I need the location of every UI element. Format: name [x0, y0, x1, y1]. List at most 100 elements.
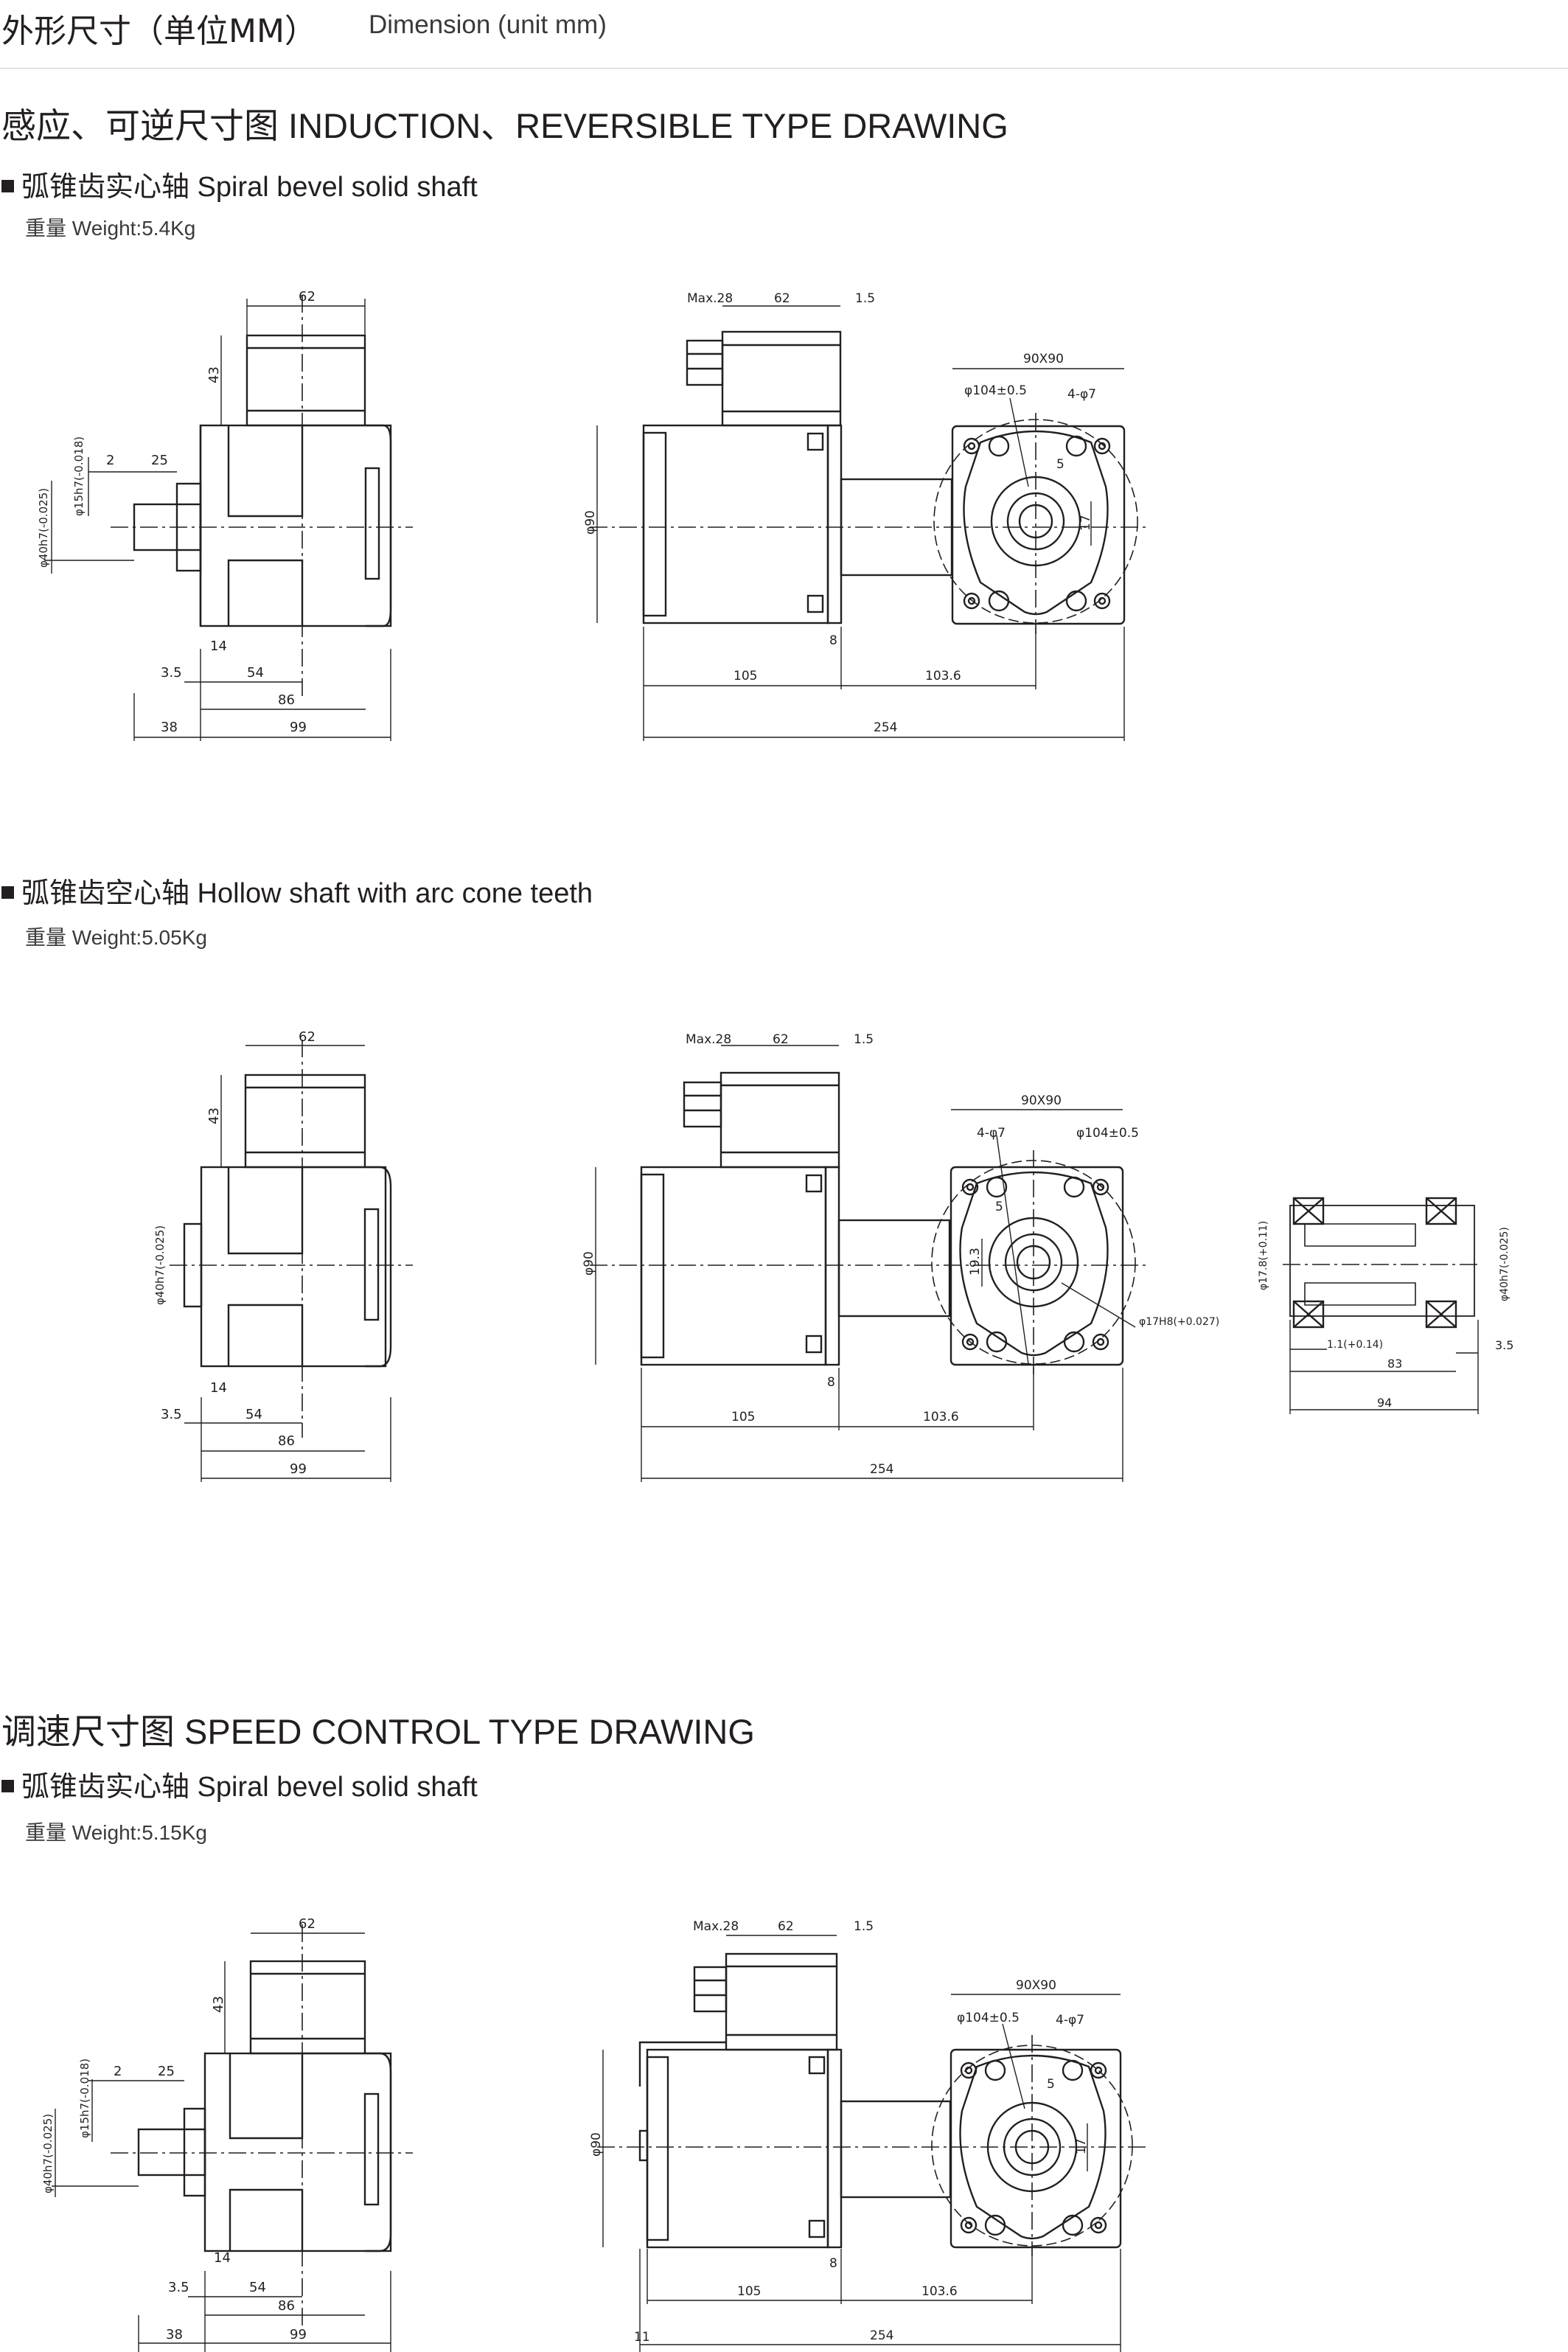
dim-label: 86	[278, 2298, 295, 2314]
drawing2-shaft-section	[1283, 1197, 1482, 1414]
dim-label: 25	[158, 2064, 175, 2079]
dim-label: 105	[731, 1410, 755, 1424]
dim-label: φ90	[583, 510, 598, 535]
dim-label: 38	[166, 2327, 183, 2342]
dim-label: 5	[1047, 2077, 1055, 2092]
dim-label: 62	[299, 1916, 316, 1932]
dim-label: 86	[278, 692, 295, 708]
drawing3-side-view	[52, 1924, 413, 2352]
drawing1-subtitle-text: 弧锥齿实心轴 Spiral bevel solid shaft	[21, 172, 478, 203]
drawing2-subtitle-text: 弧锥齿空心轴 Hollow shaft with arc cone teeth	[21, 878, 593, 909]
drawing2-side-view	[170, 1040, 413, 1482]
drawing3-side-labels: 62 43 2 25 φ15h7(-0.018) φ40h7(-0.025) 1…	[41, 1916, 316, 2342]
dim-label: φ90	[582, 1251, 596, 1276]
drawing2-weight: 重量 Weight:5.05Kg	[25, 926, 207, 949]
dim-label: 103.6	[925, 669, 961, 683]
dim-label: φ104±0.5	[964, 383, 1027, 398]
dim-label: Max.28	[687, 291, 733, 306]
dim-label: φ17H8(+0.027)	[1139, 1316, 1219, 1328]
bullet-icon	[1, 180, 14, 193]
drawing2-subtitle: 弧锥齿空心轴 Hollow shaft with arc cone teeth	[1, 870, 593, 911]
dim-label: 2	[106, 453, 114, 468]
dim-label: 99	[290, 720, 307, 735]
drawing3-subtitle: 弧锥齿实心轴 Spiral bevel solid shaft	[1, 1764, 478, 1804]
dim-label: φ40h7(-0.025)	[41, 2114, 55, 2193]
dim-label: 105	[734, 669, 757, 683]
drawing3-weight: 重量 Weight:5.15Kg	[25, 1821, 207, 1844]
dim-label: 25	[151, 453, 168, 468]
dim-label: 105	[737, 2284, 761, 2299]
header-title: 外形尺寸（单位MM）	[1, 13, 317, 50]
dim-label: 2	[114, 2064, 122, 2079]
dim-label: 54	[249, 2280, 266, 2295]
bullet-icon	[1, 1780, 14, 1793]
dim-label: 3.5	[161, 665, 182, 681]
dim-label: 5	[995, 1200, 1003, 1214]
header-subtitle: Dimension (unit mm)	[369, 10, 607, 39]
drawing2-section-labels: φ17.8(+0.11) φ40h7(-0.025) 1.1(+0.14) 83…	[1258, 1221, 1513, 1410]
dim-label: 8	[829, 2256, 837, 2271]
dim-label: 38	[161, 720, 178, 735]
dim-label: 43	[211, 1996, 226, 2013]
dim-label: 90X90	[1023, 352, 1064, 366]
dim-label: φ40h7(-0.025)	[37, 488, 50, 568]
dim-label: 3.5	[1495, 1338, 1513, 1352]
dim-label: 4-φ7	[1056, 2013, 1084, 2028]
dim-label: 14	[210, 1380, 227, 1396]
dim-label: 62	[299, 289, 316, 305]
section-title-induction: 感应、可逆尺寸图 INDUCTION、REVERSIBLE TYPE DRAWI…	[1, 106, 1008, 145]
dim-label: 3.5	[161, 1407, 182, 1422]
dim-label: 17	[1074, 2138, 1089, 2154]
dim-label: 83	[1387, 1357, 1402, 1371]
drawing1-subtitle: 弧锥齿实心轴 Spiral bevel solid shaft	[1, 164, 478, 204]
dim-label: 3.5	[168, 2280, 189, 2295]
dim-label: 99	[290, 2327, 307, 2342]
dim-label: 103.6	[921, 2284, 958, 2299]
drawing2-side-labels: 62 43 φ40h7(-0.025) 14 3.5 54 86 99	[153, 1029, 316, 1477]
dim-label: 62	[774, 291, 790, 306]
dim-label: φ17.8(+0.11)	[1258, 1221, 1269, 1290]
dim-label: φ104±0.5	[1076, 1126, 1139, 1141]
bullet-icon	[1, 886, 14, 900]
dim-label: 8	[829, 633, 837, 648]
dim-label: 86	[278, 1433, 295, 1449]
dim-label: 1.5	[854, 1032, 874, 1047]
drawing3-subtitle-text: 弧锥齿实心轴 Spiral bevel solid shaft	[21, 1772, 478, 1803]
dim-label: 254	[870, 2328, 893, 2343]
drawing1-front-labels: Max.28 62 1.5 90X90 φ104±0.5 4-φ7 5 17 φ…	[583, 291, 1096, 735]
dim-label: 1.1(+0.14)	[1327, 1339, 1383, 1351]
dim-label: φ40h7(-0.025)	[153, 1225, 167, 1305]
section-title-speed-control: 调速尺寸图 SPEED CONTROL TYPE DRAWING	[1, 1712, 755, 1751]
dim-label: 62	[773, 1032, 789, 1047]
dim-label: 99	[290, 1461, 307, 1477]
dim-label: 90X90	[1016, 1978, 1056, 1993]
dim-label: φ40h7(-0.025)	[1499, 1227, 1510, 1301]
dim-label: φ90	[589, 2132, 604, 2157]
dim-label: 17	[1079, 515, 1093, 531]
dim-label: Max.28	[693, 1919, 739, 1934]
dim-label: 8	[827, 1375, 835, 1390]
dim-label: 14	[210, 639, 227, 654]
drawing1-side-labels: 62 43 2 25 φ15h7(-0.018) φ40h7(-0.025) 1…	[37, 289, 316, 735]
dim-label: 103.6	[923, 1410, 959, 1424]
dim-label: 254	[874, 720, 897, 735]
dim-label: 1.5	[855, 291, 875, 306]
dim-label: 19.3	[968, 1248, 983, 1276]
dim-label: φ104±0.5	[957, 2011, 1020, 2025]
dim-label: 62	[299, 1029, 316, 1045]
drawing3-front-labels: Max.28 62 1.5 90X90 φ104±0.5 4-φ7 5 17 φ…	[589, 1919, 1089, 2345]
drawing1-side-view	[44, 295, 413, 741]
dim-label: 254	[870, 1462, 893, 1477]
dim-label: Max.28	[686, 1032, 731, 1047]
drawing1-front-view	[590, 305, 1150, 741]
dim-label: 14	[214, 2250, 231, 2266]
dim-label: 1.5	[854, 1919, 874, 1934]
dim-label: φ15h7(-0.018)	[78, 2059, 91, 2138]
page-header: 外形尺寸（单位MM） Dimension (unit mm)	[0, 0, 1568, 69]
drawing2-front-view	[590, 1045, 1150, 1482]
dim-label: 11	[634, 2330, 650, 2345]
dim-label: 54	[245, 1407, 262, 1422]
drawing1-weight: 重量 Weight:5.4Kg	[25, 217, 196, 240]
dim-label: 54	[247, 665, 264, 681]
